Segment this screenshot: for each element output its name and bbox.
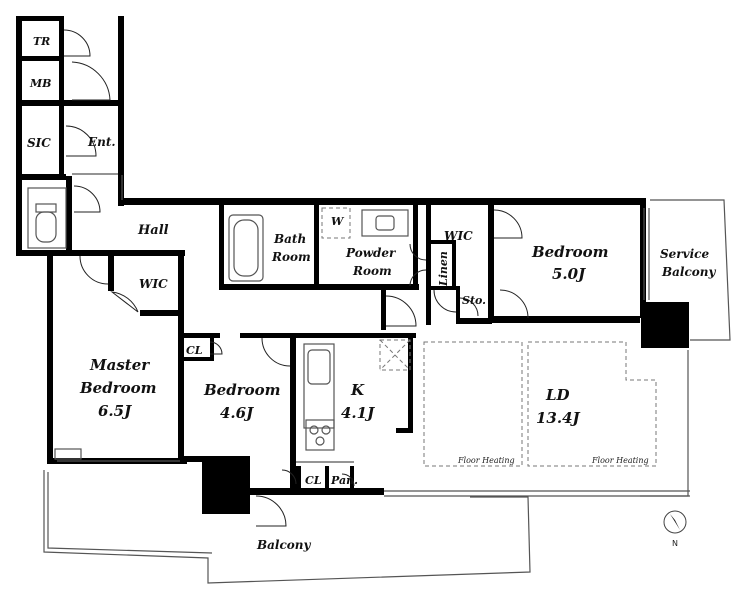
windows	[54, 173, 690, 497]
label-sic: SIC	[27, 136, 51, 150]
label-kitchen-size: 4.1J	[341, 404, 375, 422]
label-sto: Sto.	[462, 294, 486, 307]
label-bedroom-mid: Bedroom	[203, 381, 281, 399]
balcony-outline	[43, 470, 531, 584]
label-bath: Bath	[273, 232, 306, 246]
label-tr: TR	[33, 35, 50, 48]
label-bedroom-right: Bedroom	[531, 243, 609, 261]
label-kitchen: K	[350, 381, 365, 399]
label-balcony: Balcony	[256, 538, 312, 552]
service-balcony-right-outline	[650, 199, 731, 341]
label-bath-room: Room	[271, 250, 311, 264]
label-master: Master	[89, 356, 150, 374]
label-powder: Powder	[345, 246, 397, 260]
label-cl-bottom: CL	[305, 474, 322, 487]
label-floor-heating-2: Floor Heating	[591, 456, 649, 465]
label-master-size: 6.5J	[98, 402, 132, 420]
label-wic-master: WIC	[139, 277, 168, 291]
label-ld: LD	[545, 386, 570, 404]
label-ent: Ent.	[87, 135, 116, 149]
compass-north-label: N	[672, 539, 678, 548]
label-cl-left: CL	[186, 344, 203, 357]
floor-heating-zone-left	[423, 341, 523, 467]
label-hall: Hall	[137, 223, 169, 238]
label-bedroom-mid-size: 4.6J	[220, 404, 254, 422]
floor-heating-zone-right	[527, 341, 657, 467]
label-floor-heating-1: Floor Heating	[457, 456, 515, 465]
label-service-balcony: Balcony	[661, 265, 717, 279]
room-labels: TR MB SIC Ent. Hall WIC Bath Room W Powd…	[27, 35, 717, 552]
label-pan: Pan.	[330, 474, 358, 487]
label-wic-right: WIC	[444, 229, 473, 243]
balcony-inner-outline	[47, 472, 213, 554]
label-bedroom-right-size: 5.0J	[552, 265, 586, 283]
label-master-bedroom: Bedroom	[79, 379, 157, 397]
walls	[16, 16, 689, 514]
label-powder-room: Room	[352, 264, 392, 278]
label-service: Service	[660, 247, 709, 261]
label-linen: Linen	[437, 251, 450, 287]
service-balcony-outline	[640, 350, 689, 497]
label-ld-size: 13.4J	[536, 409, 581, 427]
compass-icon: N	[663, 510, 687, 548]
label-mb: MB	[29, 77, 51, 90]
doors	[63, 29, 529, 527]
fixtures	[27, 187, 411, 451]
label-w: W	[331, 215, 345, 228]
